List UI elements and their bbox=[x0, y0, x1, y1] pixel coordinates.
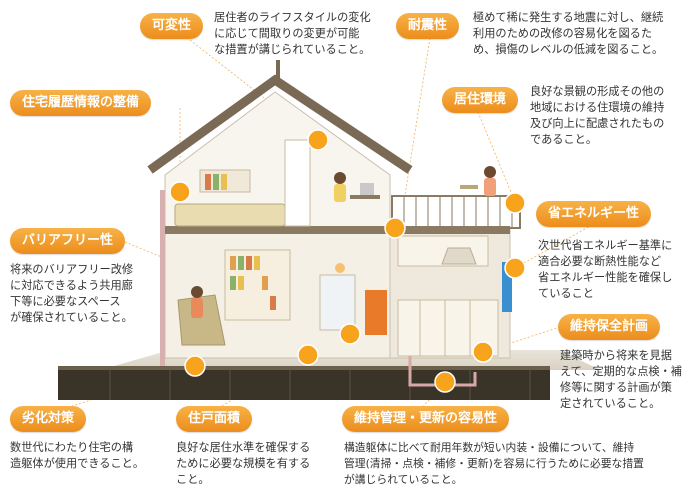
range-hood bbox=[441, 247, 477, 265]
desc-taishinsei: 極めて稀に発生する地震に対し、継続 利用のための改修の容易化を図るた め、損傷の… bbox=[473, 10, 663, 58]
marker-taishinsei bbox=[384, 217, 406, 239]
person-living bbox=[191, 286, 203, 298]
balcony-table bbox=[460, 185, 478, 189]
desc-rekka-taisaku: 数世代にわたり住宅の構 造躯体が使用できること。 bbox=[10, 440, 144, 472]
desc-jukou-menseki-line-1: 良好な居住水準を確保する bbox=[176, 441, 311, 454]
desc-kyoju-kankyo-line-3: 及び向上に配慮されたもの bbox=[530, 117, 665, 130]
desc-rekka-taisaku-line-1: 数世代にわたり住宅の構 bbox=[10, 441, 134, 454]
curtain bbox=[365, 290, 387, 335]
sofa-upstairs bbox=[174, 203, 286, 227]
marker-kahensei bbox=[307, 129, 329, 151]
solar-panel bbox=[502, 262, 512, 312]
label-jutaku-rireki: 住宅履歴情報の整備 bbox=[10, 90, 152, 116]
marker-barrier-free bbox=[339, 323, 361, 345]
marker-iji-kanri bbox=[434, 371, 456, 393]
person-upstairs bbox=[334, 172, 346, 184]
closet-upstairs bbox=[284, 139, 311, 227]
desc-iji-kanri-line-3: が講じられていること。 bbox=[344, 473, 463, 486]
desc-barrier-free: 将来のバリアフリー改修 に対応できるよう共用廊 下等に必要なスペース が確保され… bbox=[10, 262, 133, 326]
desc-kyoju-kankyo: 良好な景観の形成その他の 地域における住環境の維持 及び向上に配慮されたもの で… bbox=[530, 84, 664, 148]
desc-kyoju-kankyo-line-1: 良好な景観の形成その他の bbox=[530, 85, 665, 98]
marker-jukou-menseki bbox=[297, 344, 319, 366]
label-kyoju-kankyo: 居住環境 bbox=[442, 87, 519, 113]
wall-clock bbox=[335, 263, 345, 273]
label-iji-kanri: 維持管理・更新の容易性 bbox=[342, 406, 510, 432]
marker-sho-energy bbox=[504, 257, 526, 279]
pipe bbox=[160, 190, 165, 366]
desc-sho-energy-line-2: 適合必要な断熱性能など bbox=[538, 255, 662, 268]
desc-taishinsei-line-2: 利用のための改修の容易化を図るた bbox=[473, 27, 653, 40]
desc-kahensei-line-3: な措置が講じられていること。 bbox=[214, 43, 371, 56]
floor-slab bbox=[165, 226, 510, 234]
desc-sho-energy-line-4: ていること bbox=[538, 287, 594, 300]
desc-jukou-menseki-line-3: こと。 bbox=[176, 473, 210, 486]
label-iji-hozen: 維持保全計画 bbox=[558, 314, 661, 340]
foundation-pillars bbox=[109, 370, 531, 400]
desc-kyoju-kankyo-line-4: であること。 bbox=[530, 133, 598, 146]
label-jukou-menseki: 住戸面積 bbox=[176, 406, 253, 432]
desc-iji-hozen-line-3: 修等に関する計画が策 bbox=[560, 381, 672, 394]
leader-sho-energy bbox=[514, 224, 593, 269]
desc-kahensei-line-2: に応じて間取りの変更が可能 bbox=[214, 27, 360, 40]
roof bbox=[147, 74, 413, 174]
leader-kyoju-kankyo bbox=[477, 111, 516, 203]
label-rekka-taisaku: 劣化対策 bbox=[10, 406, 87, 432]
desc-kahensei: 居住者のライフスタイルの変化 に応じて間取りの変更が可能 な措置が講じられている… bbox=[214, 10, 371, 58]
marker-kyoju-kankyo bbox=[504, 192, 526, 214]
label-sho-energy: 省エネルギー性 bbox=[536, 201, 652, 227]
desc-barrier-free-line-3: 下等に必要なスペース bbox=[10, 295, 121, 308]
desc-kyoju-kankyo-line-2: 地域における住環境の維持 bbox=[530, 101, 665, 114]
desc-iji-hozen-line-4: 定されていること。 bbox=[560, 397, 661, 410]
desc-iji-kanri: 構造躯体に比べて耐用年数が短い内装・設備について、維持 管理(清掃・点検・補修・… bbox=[344, 440, 644, 488]
desc-jukou-menseki-line-2: ために必要な規模を有する bbox=[176, 457, 311, 470]
label-taishinsei: 耐震性 bbox=[396, 13, 460, 39]
desc-sho-energy-line-3: 省エネルギー性能を確保し bbox=[538, 271, 673, 284]
books bbox=[230, 256, 276, 310]
balcony-balusters bbox=[403, 196, 513, 228]
desc-jukou-menseki: 良好な居住水準を確保する ために必要な規模を有する こと。 bbox=[176, 440, 310, 488]
window-living bbox=[319, 274, 356, 331]
desc-sho-energy: 次世代省エネルギー基準に 適合必要な断熱性能など 省エネルギー性能を確保し てい… bbox=[538, 238, 672, 302]
desc-iji-hozen-line-1: 建築時から将来を見据 bbox=[560, 349, 672, 362]
desc-iji-kanri-line-2: 管理(清掃・点検・補修・更新)を容易に行うために必要な措置 bbox=[344, 457, 644, 470]
balcony-railing bbox=[391, 195, 521, 229]
label-barrier-free: バリアフリー性 bbox=[10, 228, 126, 254]
desc-sho-energy-line-1: 次世代省エネルギー基準に bbox=[538, 239, 673, 252]
marker-iji-hozen bbox=[472, 341, 494, 363]
desc-barrier-free-line-4: が確保されていること。 bbox=[10, 311, 133, 324]
foundation bbox=[58, 366, 550, 400]
leader-iji-hozen bbox=[482, 326, 561, 353]
desc-rekka-taisaku-line-2: 造躯体が使用できること。 bbox=[10, 457, 145, 470]
desk-upstairs bbox=[350, 195, 380, 199]
armchair bbox=[177, 294, 226, 346]
desc-iji-hozen-line-2: えて、定期的な点検・補 bbox=[560, 365, 682, 378]
desc-taishinsei-line-3: め、損傷のレベルの低減を図ること。 bbox=[473, 43, 664, 56]
kitchen-doors bbox=[419, 300, 471, 356]
desc-taishinsei-line-1: 極めて稀に発生する地震に対し、継続 bbox=[473, 11, 664, 24]
desc-kahensei-line-1: 居住者のライフスタイルの変化 bbox=[214, 11, 371, 24]
laptop bbox=[360, 183, 374, 195]
desc-iji-kanri-line-1: 構造躯体に比べて耐用年数が短い内装・設備について、維持 bbox=[344, 441, 635, 454]
desc-barrier-free-line-2: に対応できるよう共用廊 bbox=[10, 279, 133, 292]
marker-jutaku-rireki bbox=[169, 181, 191, 203]
person-balcony bbox=[484, 166, 496, 178]
desc-barrier-free-line-1: 将来のバリアフリー改修 bbox=[10, 263, 134, 276]
desc-iji-hozen: 建築時から将来を見据 えて、定期的な点検・補 修等に関する計画が策 定されている… bbox=[560, 348, 682, 412]
label-kahensei: 可変性 bbox=[140, 13, 204, 39]
markers bbox=[169, 129, 526, 393]
marker-rekka-taisaku bbox=[184, 355, 206, 377]
